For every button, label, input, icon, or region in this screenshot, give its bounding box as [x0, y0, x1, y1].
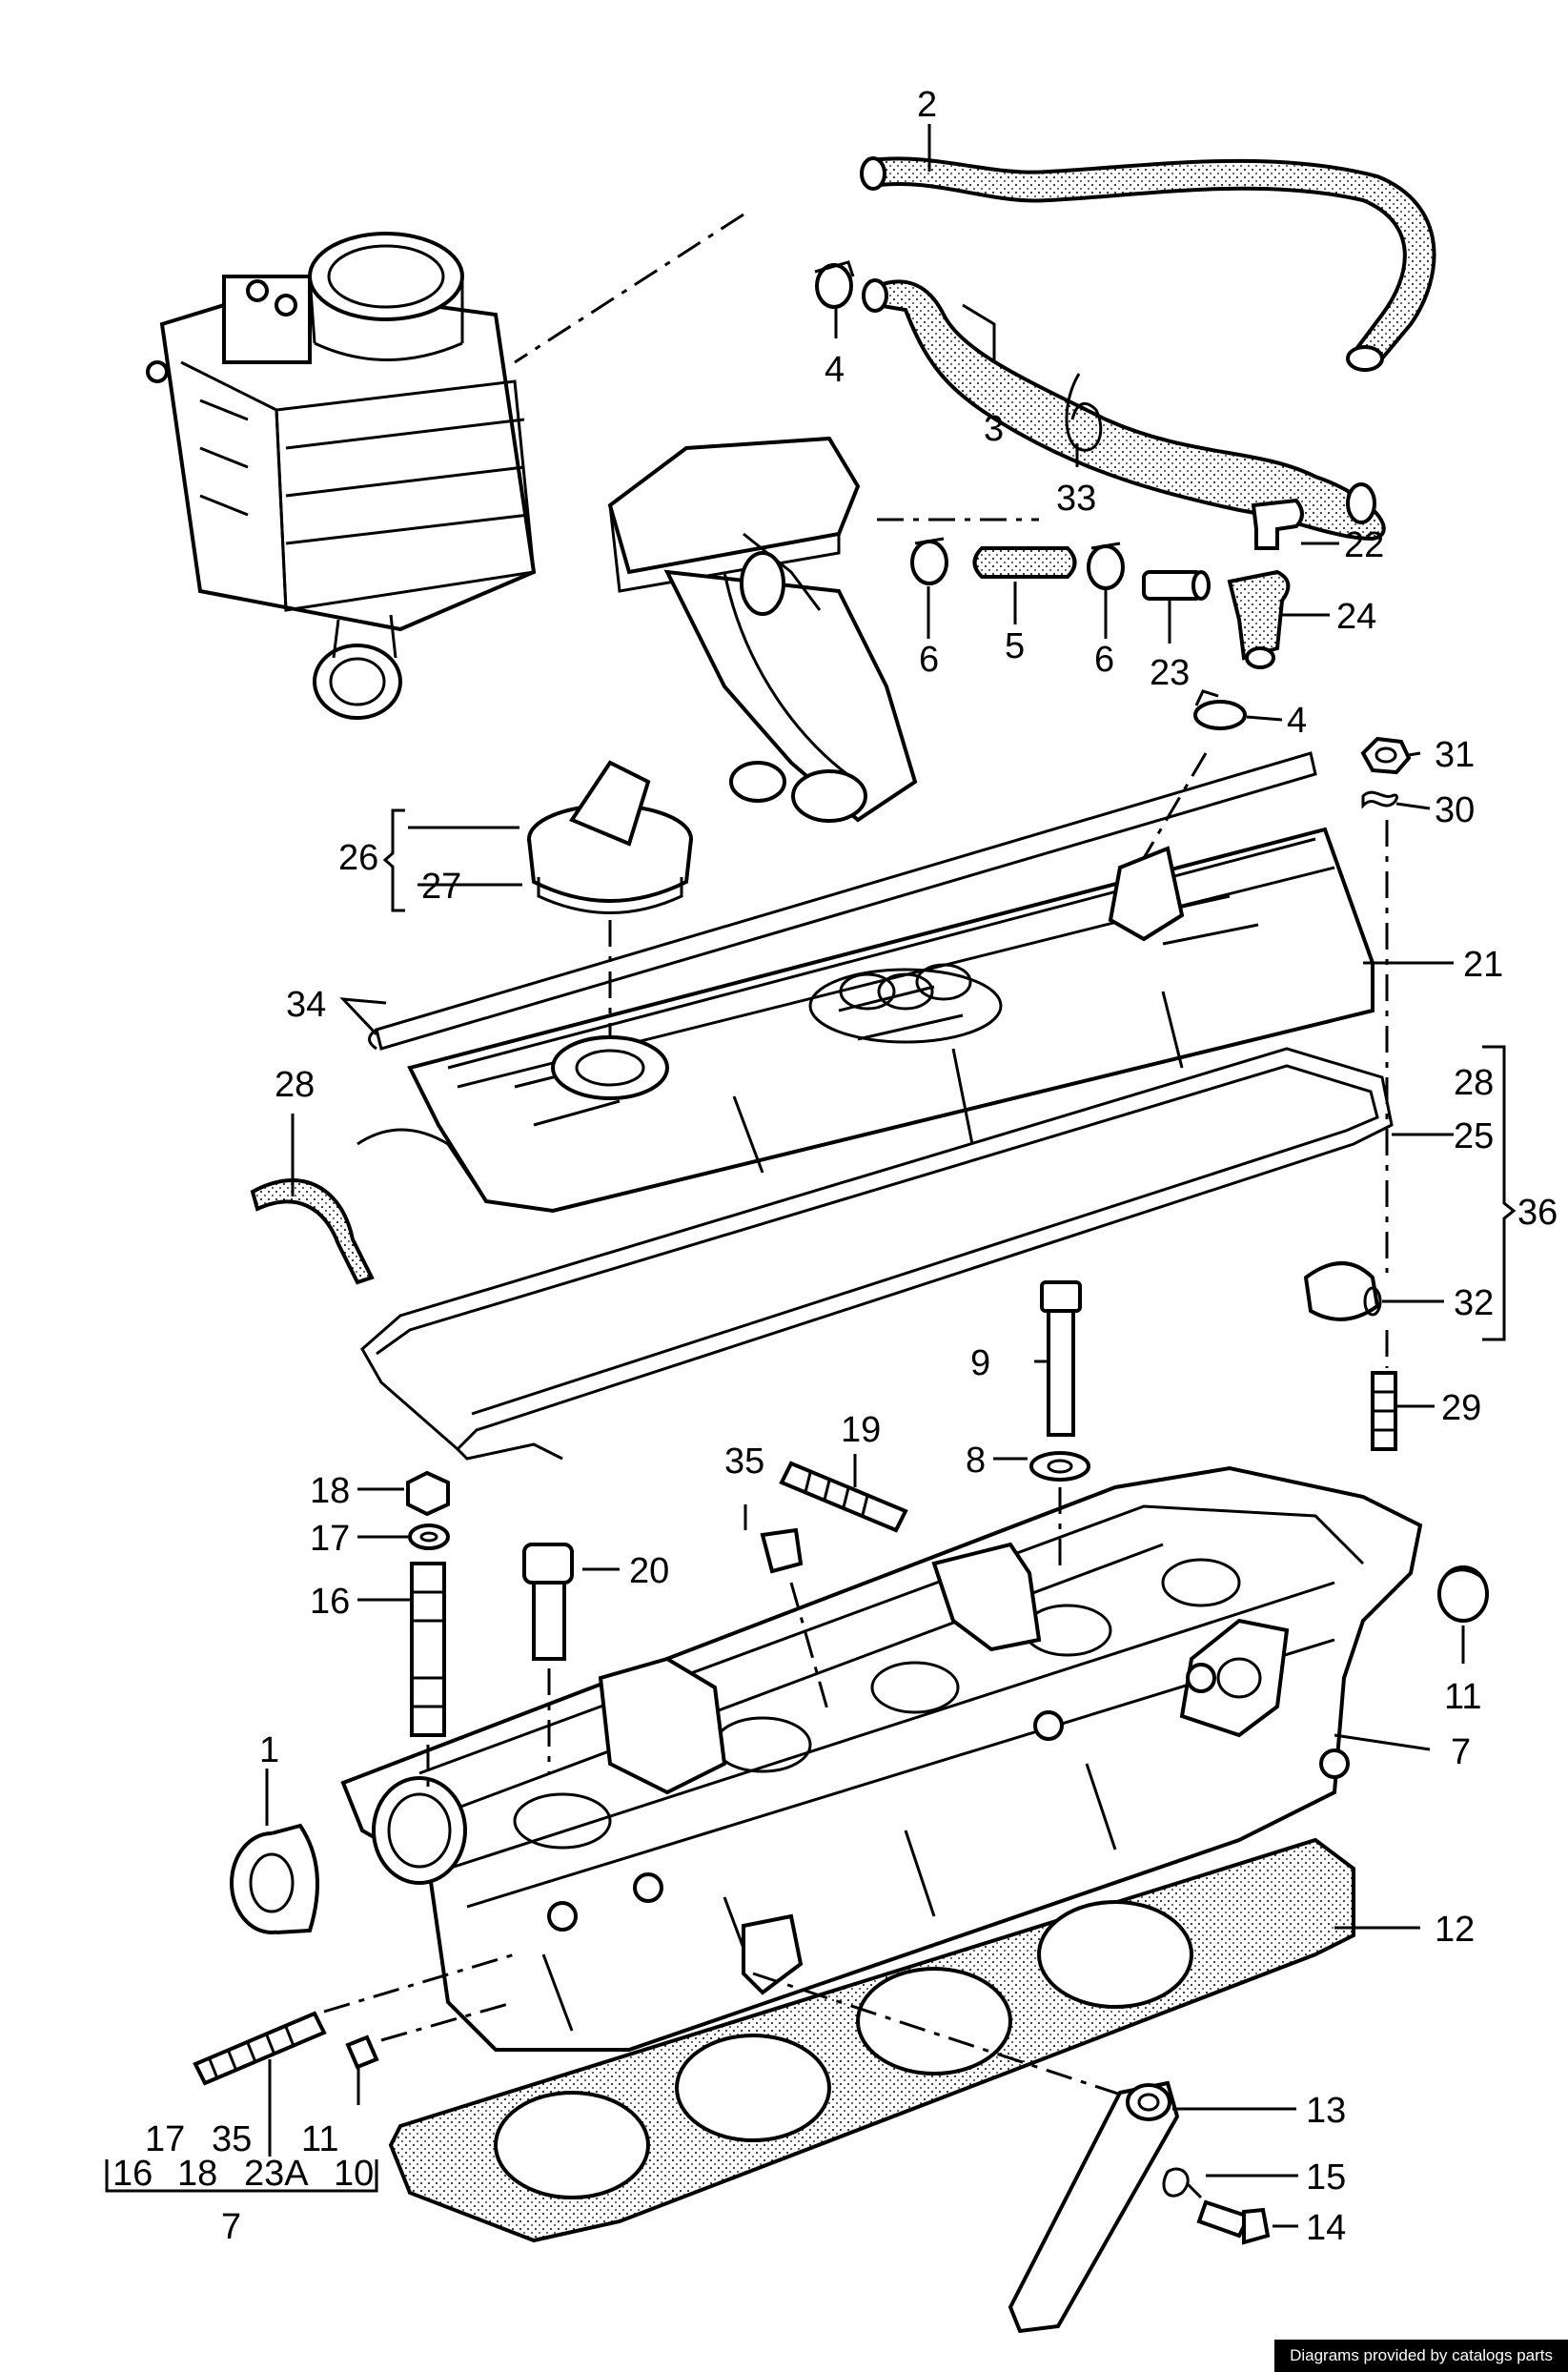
- label-14: 14: [1306, 2208, 1346, 2248]
- stud-19: [779, 1461, 908, 1533]
- label-27: 27: [421, 867, 461, 907]
- lifting-eye-13: [1008, 2080, 1180, 2334]
- label-18: 18: [310, 1471, 350, 1511]
- label-26: 26: [338, 838, 378, 878]
- stud-16: [410, 1562, 446, 1737]
- label-13: 13: [1306, 2091, 1346, 2131]
- seal-28: [250, 1178, 375, 1285]
- kit-item-16: 16: [112, 2154, 153, 2194]
- intake-manifold: [607, 436, 918, 823]
- kit-item-11: 11: [301, 2119, 338, 2159]
- label-4-mid: 4: [1287, 701, 1307, 741]
- label-9: 9: [970, 1343, 990, 1383]
- label-5: 5: [1005, 626, 1025, 666]
- label-33: 33: [1056, 479, 1096, 519]
- label-23: 23: [1150, 653, 1190, 693]
- hose-24: [1227, 569, 1291, 669]
- label-1: 1: [259, 1730, 279, 1770]
- label-20: 20: [629, 1551, 669, 1591]
- oil-filler-cap: [527, 760, 693, 914]
- label-7: 7: [1451, 1732, 1471, 1772]
- label-34: 34: [286, 985, 326, 1025]
- credit-banner: Diagrams provided by catalogs parts: [1274, 2340, 1568, 2372]
- kit-item-18: 18: [177, 2154, 217, 2194]
- label-24: 24: [1336, 597, 1376, 637]
- leader-lines: [265, 124, 1465, 2228]
- stud-29: [1371, 1371, 1397, 1451]
- label-21: 21: [1463, 945, 1503, 985]
- bracket-kit-7: [105, 2159, 378, 2193]
- hose-clamp-4-mid: [1193, 689, 1247, 730]
- cylinder-head: [340, 1465, 1423, 2052]
- label-31: 31: [1435, 735, 1475, 775]
- label-36: 36: [1517, 1193, 1558, 1233]
- bolt-14: [1196, 2199, 1271, 2245]
- bolt-9: [1040, 1280, 1082, 1437]
- label-28-left: 28: [275, 1065, 315, 1105]
- breather-hose-2: [860, 156, 1436, 372]
- label-19: 19: [841, 1410, 881, 1450]
- label-16: 16: [310, 1582, 350, 1622]
- label-22: 22: [1344, 525, 1384, 565]
- nut-31: [1360, 736, 1412, 775]
- connector-22: [1251, 498, 1304, 550]
- hose-clamp-4-top: [814, 260, 855, 309]
- nut-18: [406, 1470, 450, 1517]
- label-8: 8: [966, 1441, 986, 1481]
- alignment-lines: [323, 213, 1389, 2199]
- hose-5: [972, 546, 1077, 579]
- callout-labels: 2 4 3 33 22 24 6 5 6 23 4 31 30 26 27 34…: [259, 85, 1558, 2248]
- carburettor-assembly: [146, 232, 537, 720]
- part-32: [1303, 1261, 1382, 1321]
- kit-item-35: 35: [212, 2119, 252, 2159]
- label-35: 35: [724, 1442, 764, 1482]
- plug-11: [1437, 1565, 1489, 1623]
- breather-hose-3: [862, 278, 1386, 542]
- label-6-left: 6: [919, 640, 939, 680]
- label-17: 17: [310, 1519, 350, 1559]
- kit-item-17: 17: [145, 2119, 185, 2159]
- hose-clamp-6-left: [910, 537, 948, 585]
- plug-35: [760, 1527, 804, 1574]
- label-29: 29: [1441, 1388, 1481, 1428]
- bracket-26: [382, 808, 405, 912]
- label-32: 32: [1454, 1283, 1494, 1323]
- label-25: 25: [1454, 1116, 1494, 1156]
- label-28-right: 28: [1454, 1063, 1494, 1103]
- connector-23: [1142, 570, 1211, 601]
- washer-15: [1162, 2167, 1190, 2198]
- label-6-right: 6: [1094, 640, 1114, 680]
- label-4-top: 4: [825, 350, 845, 390]
- label-12: 12: [1435, 1910, 1475, 1950]
- seal-1: [230, 1823, 319, 1934]
- kit-label-block: 17 35 11 16 18 23A 10 7: [112, 2119, 374, 2247]
- washer-17: [408, 1523, 450, 1550]
- valve-guide-20: [522, 1543, 574, 1661]
- kit-item-10: 10: [334, 2154, 374, 2194]
- head-gasket-12: [388, 1837, 1355, 2243]
- gasket-25: [360, 1047, 1394, 1461]
- washer-30: [1361, 790, 1398, 809]
- label-11: 11: [1444, 1677, 1481, 1717]
- clip-33: [1065, 373, 1103, 452]
- label-3: 3: [984, 409, 1004, 449]
- stud-23a: [193, 2011, 327, 2086]
- label-30: 30: [1435, 790, 1475, 830]
- label-15: 15: [1306, 2157, 1346, 2198]
- plug-10: [345, 2035, 379, 2070]
- kit-label-7: 7: [221, 2207, 241, 2247]
- cylinder-head-cover: [356, 827, 1375, 1214]
- hose-clamp-6-right: [1087, 542, 1125, 590]
- kit-item-23a: 23A: [244, 2154, 309, 2194]
- washer-8: [1029, 1451, 1090, 1482]
- bracket-36: [1482, 1045, 1517, 1341]
- label-2: 2: [917, 85, 937, 125]
